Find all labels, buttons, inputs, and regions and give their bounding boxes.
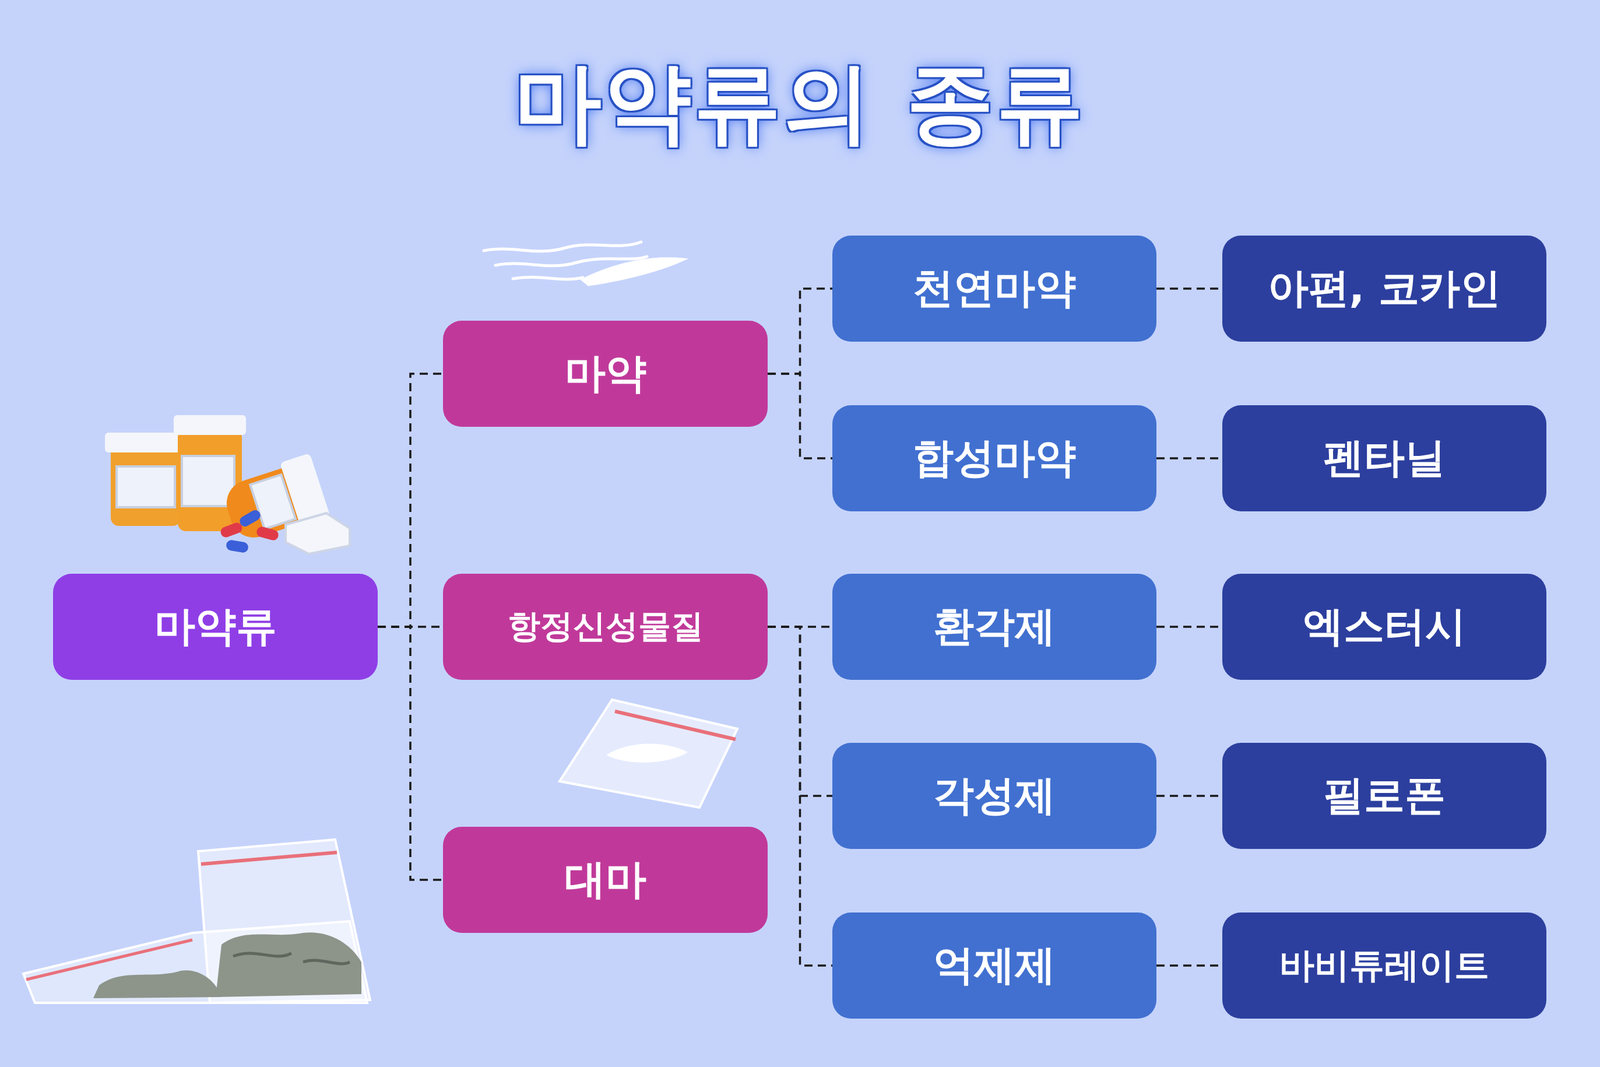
- dashed-connector: [1156, 964, 1223, 967]
- box-label: 펜타닐: [1323, 430, 1446, 486]
- box-label: 마약류: [154, 599, 277, 654]
- dashed-connector: [767, 373, 833, 459]
- dashed-connector: [767, 288, 833, 374]
- cannabis-bag: [23, 839, 371, 1003]
- box-label: 아편, 코카인: [1267, 261, 1502, 316]
- title-text: 마약류의 종류: [514, 51, 1086, 154]
- box-label: 항정신성물질: [507, 604, 704, 649]
- category-box: 합성마약: [832, 405, 1157, 512]
- box-label: 천연마약: [912, 261, 1076, 316]
- dashed-connector: [1156, 456, 1223, 460]
- box-label: 각성제: [933, 768, 1056, 824]
- box-label: 환각제: [933, 599, 1056, 654]
- dashed-connector: [377, 626, 443, 880]
- category-box: 항정신성물질: [442, 573, 768, 680]
- category-box: 대마: [442, 826, 768, 933]
- category-box: 펜타닐: [1222, 405, 1547, 512]
- dashed-connector: [377, 373, 443, 627]
- powder-bag: [559, 699, 738, 808]
- category-box: 환각제: [832, 573, 1157, 680]
- dashed-connector: [1156, 625, 1223, 628]
- dashed-connector: [767, 626, 833, 966]
- category-box: 필로폰: [1222, 742, 1547, 849]
- dashed-connector: [1156, 287, 1223, 290]
- category-box: 바비튜레이트: [1222, 912, 1547, 1019]
- category-box: 엑스터시: [1222, 573, 1547, 680]
- category-box: 아편, 코카인: [1222, 235, 1547, 342]
- category-box: 억제제: [832, 912, 1157, 1019]
- powder-lines: [483, 241, 684, 285]
- diagram-title: 마약류의 종류: [0, 45, 1600, 164]
- box-label: 대마: [564, 852, 647, 907]
- box-label: 필로폰: [1323, 768, 1446, 824]
- box-label: 바비튜레이트: [1279, 941, 1490, 990]
- dashed-connector: [1156, 794, 1223, 797]
- pill-bottles: [104, 415, 350, 554]
- category-box: 마약류: [53, 573, 378, 680]
- box-label: 억제제: [933, 937, 1056, 993]
- category-box: 천연마약: [832, 235, 1157, 342]
- category-box: 각성제: [832, 742, 1157, 849]
- box-label: 마약: [564, 346, 647, 402]
- box-label: 엑스터시: [1302, 599, 1466, 654]
- box-label: 합성마약: [912, 430, 1076, 486]
- category-box: 마약: [442, 320, 768, 427]
